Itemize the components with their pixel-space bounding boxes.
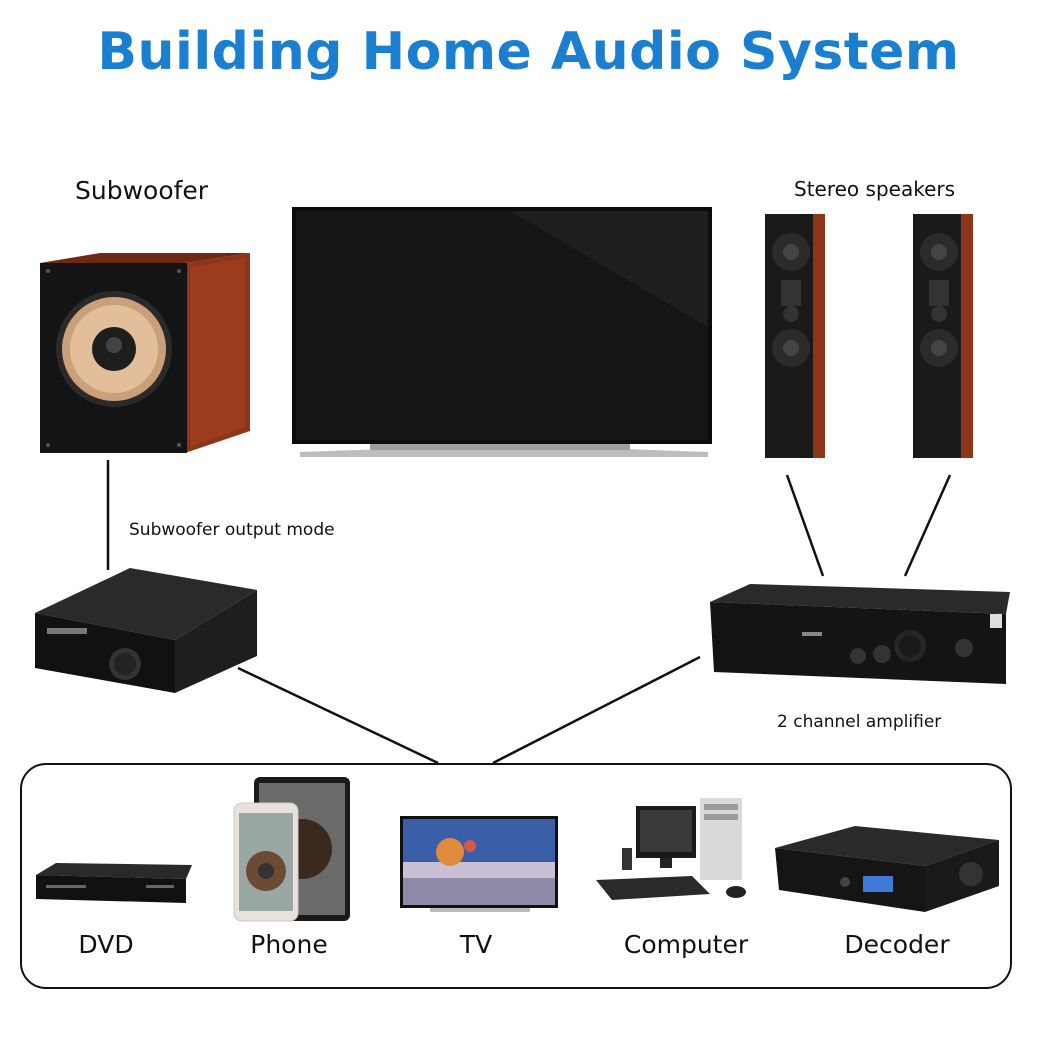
source-label-computer: Computer bbox=[623, 930, 749, 959]
subwoofer-icon bbox=[40, 253, 250, 453]
left-speaker bbox=[765, 214, 825, 458]
tv-icon bbox=[400, 816, 558, 912]
stereo-speakers-label: Stereo speakers bbox=[794, 177, 956, 201]
page-title: Building Home Audio System bbox=[97, 22, 960, 82]
speaker-right-line bbox=[903, 474, 952, 577]
dvd-player-icon bbox=[36, 863, 192, 903]
stereo-speakers-icon bbox=[765, 214, 973, 458]
two-channel-amplifier-icon bbox=[710, 584, 1010, 684]
computer-icon bbox=[596, 798, 746, 900]
source-label-tv: TV bbox=[459, 930, 493, 959]
phone-icon bbox=[233, 777, 350, 922]
sources-panel bbox=[20, 763, 1012, 989]
two-channel-amplifier-label: 2 channel amplifier bbox=[777, 712, 942, 732]
decoder-icon bbox=[775, 826, 999, 912]
subwoofer-label: Subwoofer bbox=[75, 176, 209, 205]
source-label-decoder: Decoder bbox=[844, 930, 950, 959]
speaker-left-line bbox=[785, 474, 825, 577]
right-speaker bbox=[913, 214, 973, 458]
subwoofer-amplifier-icon bbox=[35, 568, 257, 693]
source-label-phone: Phone bbox=[250, 930, 328, 959]
television-icon bbox=[292, 207, 712, 457]
sub-amp-to-sources-line bbox=[237, 666, 439, 765]
amp-to-sources-line bbox=[492, 655, 701, 765]
source-label-dvd: DVD bbox=[78, 930, 134, 959]
subwoofer-output-mode-label: Subwoofer output mode bbox=[129, 520, 335, 540]
